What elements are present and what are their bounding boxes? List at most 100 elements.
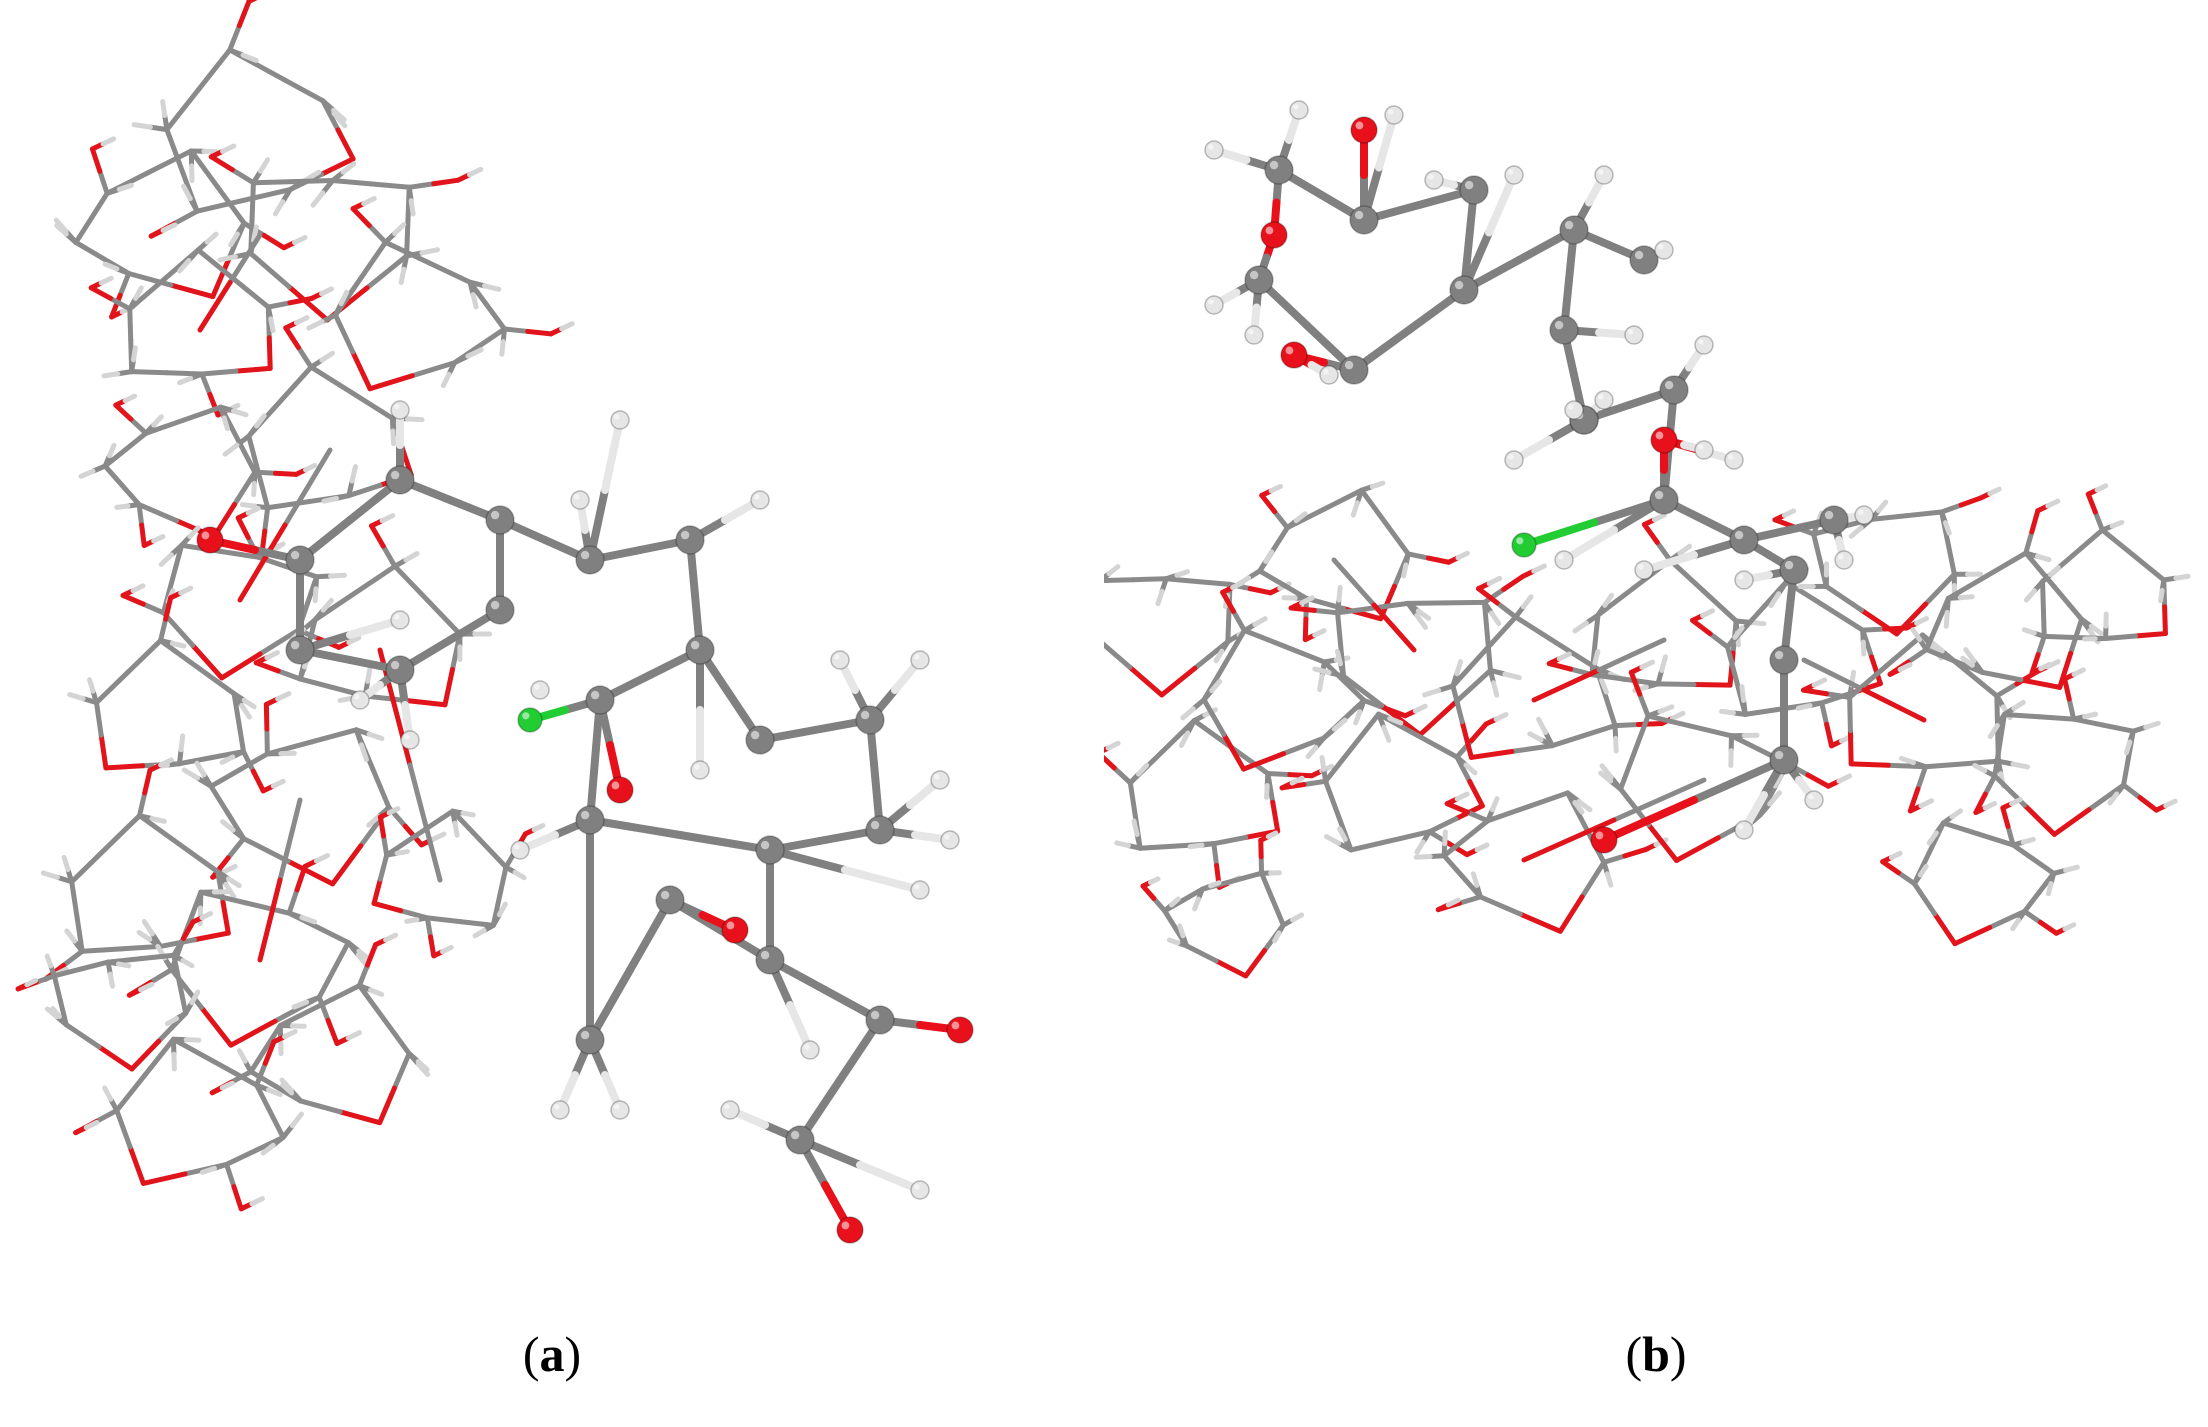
wire-bond (2018, 677, 2063, 690)
carbon-atom (745, 725, 775, 755)
atom-highlight (726, 921, 735, 930)
hydrogen-atom (1834, 550, 1854, 570)
wire-bond (187, 525, 201, 540)
carbon-atom (485, 595, 515, 625)
wire-bond (1450, 648, 1487, 689)
atom-highlight (1428, 174, 1434, 180)
oxygen-atom (606, 776, 634, 804)
wire-bond (338, 289, 350, 307)
wire-bond (1369, 480, 1386, 490)
wire-bond (1454, 791, 1470, 802)
wire-bond (1131, 818, 1140, 838)
wire-bond (1241, 751, 1287, 772)
wire-bond (126, 270, 174, 288)
hydrogen-atom (1734, 820, 1754, 840)
wire-bond (362, 693, 408, 703)
hydrogen-atom (1804, 790, 1824, 810)
wire-bond (1553, 640, 1600, 671)
wire-bond (512, 869, 527, 881)
wire-bond (1405, 551, 1431, 561)
wire-bond (2137, 795, 2159, 813)
wire-bond (208, 767, 242, 789)
oxygen-atom (1650, 426, 1678, 454)
hydrogen-atom (1624, 325, 1644, 345)
guest-bond (1485, 171, 1518, 237)
wire-bond (1888, 850, 1903, 861)
wire-bond (2071, 667, 2086, 677)
wire-bond (1725, 644, 1739, 684)
wire-bond (197, 280, 233, 333)
wire-bond (1718, 708, 1736, 716)
wire-bond (1335, 610, 1344, 647)
wire-bond (241, 697, 257, 710)
wire-bond (233, 365, 273, 374)
wire-bond (1513, 614, 1559, 646)
wire-bond (148, 967, 175, 985)
wire-bond (379, 513, 396, 524)
carbon-atom (575, 545, 605, 575)
wire-bond (1739, 684, 1747, 703)
hydrogen-atom (800, 1040, 820, 1060)
wire-bond (98, 732, 109, 771)
atom-highlight (404, 734, 410, 740)
wire-bond (263, 701, 270, 732)
wire-bond (74, 914, 85, 954)
wire-bond (404, 917, 420, 924)
wire-bond (194, 760, 207, 778)
wire-bond (1557, 894, 1585, 934)
wire-bond (118, 943, 163, 952)
atom-highlight (1595, 831, 1604, 840)
atom-highlight (1858, 509, 1864, 515)
wire-bond (1335, 605, 1376, 616)
wire-bond (312, 586, 319, 604)
wire-bond (1114, 840, 1131, 849)
wire-bond (1445, 840, 1470, 858)
cyclodextrin-wireframe-a (15, 0, 575, 1212)
wire-bond (1459, 719, 1474, 760)
atom-highlight (394, 404, 400, 410)
wire-bond (2088, 623, 2104, 636)
wire-bond (180, 957, 195, 969)
wire-bond (1463, 818, 1491, 841)
atom-highlight (1638, 564, 1644, 570)
wire-bond (1898, 755, 1916, 766)
wire-bond (270, 778, 286, 789)
wire-bond (1422, 687, 1442, 698)
wire-bond (1520, 594, 1534, 610)
wire-bond (1654, 539, 1673, 563)
guest-bonds-b (1210, 106, 1868, 844)
wire-bond (266, 335, 273, 371)
wire-bond (219, 754, 236, 765)
wire-bond (402, 697, 448, 708)
wire-bond (321, 495, 339, 504)
wire-bond (1972, 763, 1988, 774)
wire-bond (431, 177, 461, 187)
wire-bond (1707, 631, 1731, 650)
wire-bond (246, 0, 258, 4)
carbon-atom (1629, 245, 1659, 275)
wire-bond (1243, 947, 1268, 979)
wire-bond (366, 813, 382, 828)
wire-bond (319, 156, 356, 177)
wire-bond (1259, 492, 1278, 515)
wire-bond (2085, 491, 2098, 515)
wire-bond (219, 1080, 235, 1091)
wire-bond (1848, 761, 1891, 768)
wire-bond (484, 303, 508, 332)
atom-highlight (1824, 510, 1834, 520)
wire-bond (1162, 908, 1179, 931)
wire-bond (1598, 770, 1614, 784)
wire-bond (33, 973, 57, 985)
wire-bond (1350, 500, 1360, 518)
wire-bond (318, 286, 334, 297)
wire-bond (136, 502, 145, 528)
wire-bond (267, 1108, 286, 1140)
wire-bond (107, 295, 133, 312)
wire-bond (1201, 697, 1227, 737)
wire-bond (199, 371, 213, 397)
wire-bond (222, 442, 240, 457)
atom-highlight (1698, 444, 1704, 450)
wire-bond (1252, 616, 1268, 628)
carbon-atom (1244, 265, 1274, 295)
wire-bond (294, 863, 308, 893)
